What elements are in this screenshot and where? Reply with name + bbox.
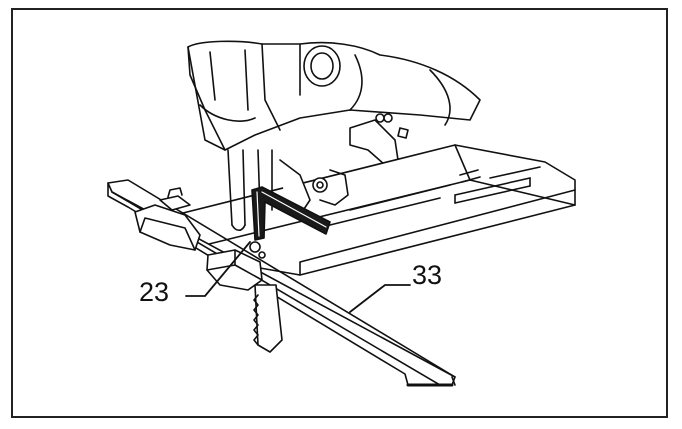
rule-clamp [134,187,201,251]
hex-wrench [251,186,331,241]
callout-label-33: 33 [412,260,443,290]
bevel-lever [349,113,409,166]
leader-line-33 [349,284,411,313]
saw-blade [253,284,283,353]
base-plate [174,144,576,276]
callout-label-23: 23 [139,277,170,307]
leader-line-23 [185,241,251,297]
tool-housing [187,40,481,151]
